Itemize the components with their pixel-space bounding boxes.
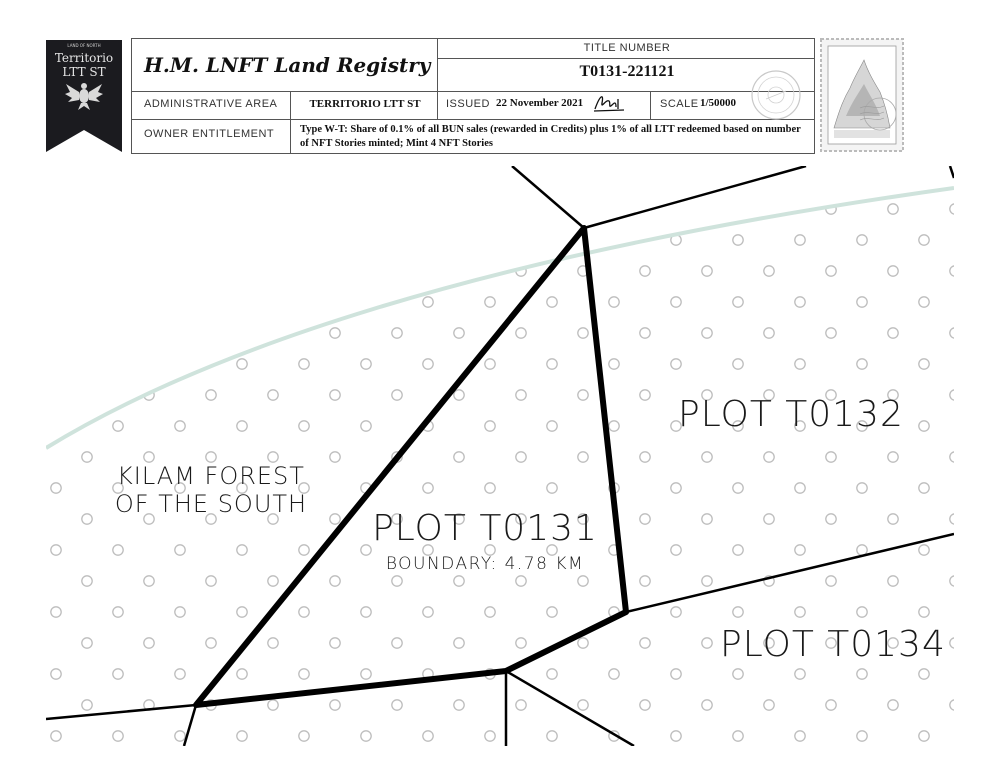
signature-icon [593,96,625,112]
eagle-crest-icon [65,83,103,110]
admin-area-value: TERRITORIO LTT ST [309,98,421,110]
title-number-label: TITLE NUMBER [583,42,671,54]
main-plot-label: PLOT T0131 [372,508,598,549]
banner-name-line1: Territorio [55,51,113,65]
banner-name-line2: LTT ST [62,65,105,79]
postage-stamp-icon [820,38,904,152]
title-header-table: H.M. LNFT Land Registry TITLE NUMBER T01… [131,38,815,154]
region-label-line2: OF THE SOUTH [114,490,308,518]
territory-banner: LAND OF NORTH Territorio LTT ST [46,40,122,152]
owner-entitlement-label: OWNER ENTITLEMENT [144,128,275,140]
registry-title: H.M. LNFT Land Registry [144,53,431,77]
plot-map: KILAM FOREST OF THE SOUTH PLOT T0131 BOU… [46,166,954,746]
scale-label: SCALE [660,98,699,110]
plot-t0131-boundary [193,225,629,708]
owner-entitlement-value: Type W-T: Share of 0.1% of all BUN sales… [300,124,801,149]
neighbor-plot-label: PLOT T0132 [678,394,904,435]
admin-area-label: ADMINISTRATIVE AREA [144,98,278,110]
title-number: T0131-221121 [579,63,675,80]
issued-label: ISSUED [446,98,490,110]
river-line [46,186,954,450]
official-seal-icon [751,70,801,120]
issued-date: 22 November 2021 [496,97,584,109]
region-label-line1: KILAM FOREST [117,462,305,490]
banner-top-text: LAND OF NORTH [67,43,100,48]
scale-value: 1/50000 [700,97,737,109]
plot-boundary-label: BOUNDARY: 4.78 KM [385,554,585,574]
neighbor-plot-label: PLOT T0134 [720,624,946,665]
neighbor-boundaries [46,166,954,746]
region-label: KILAM FOREST OF THE SOUTH [106,462,316,518]
